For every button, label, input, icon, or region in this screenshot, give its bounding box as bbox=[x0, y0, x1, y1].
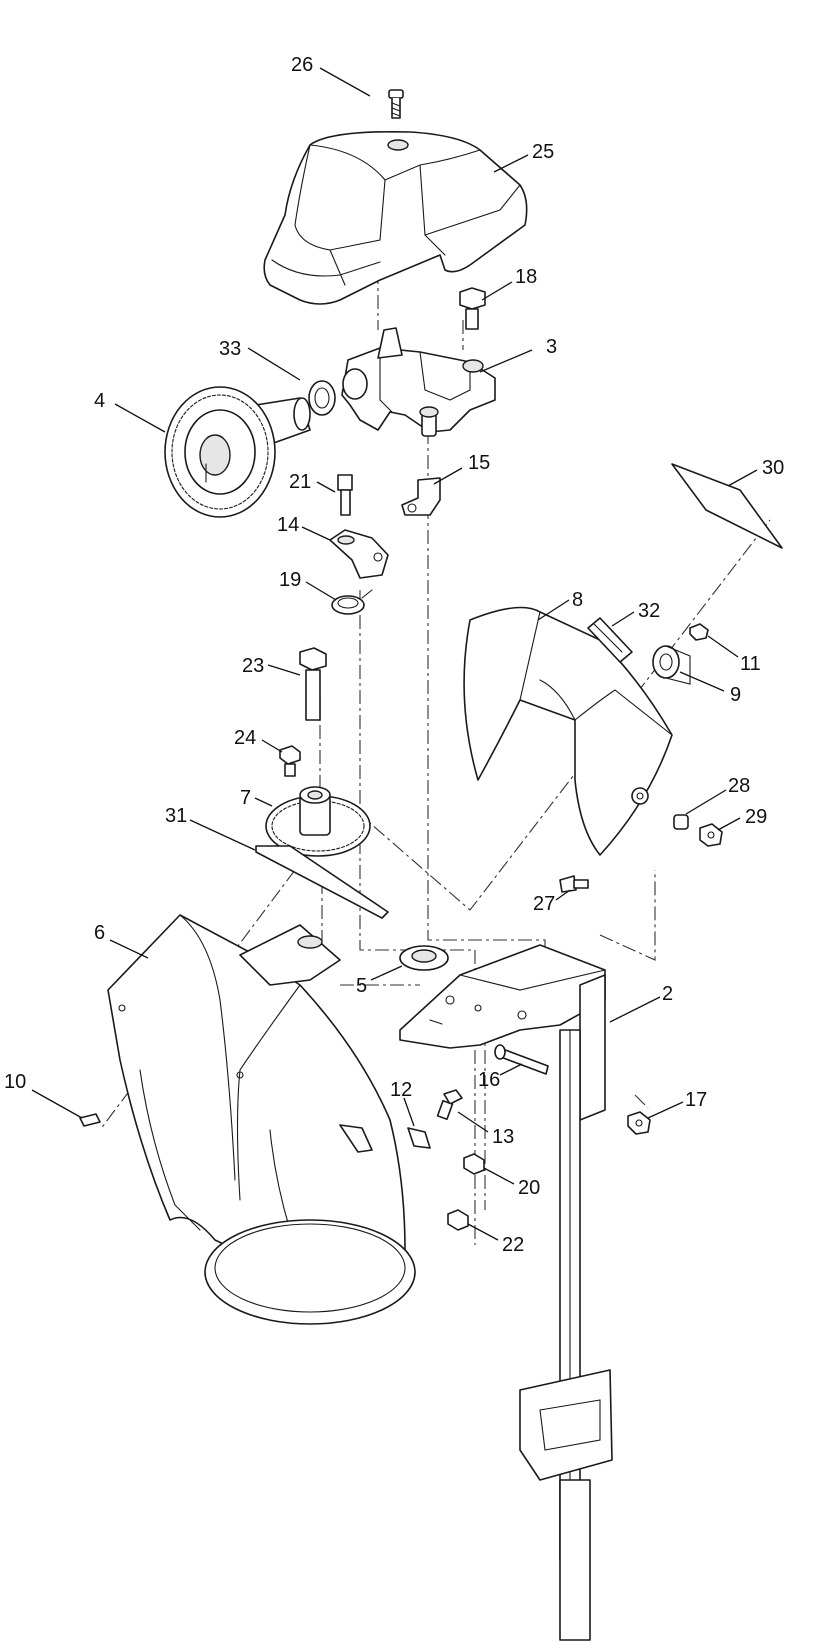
part-15-bracket bbox=[401, 477, 441, 516]
callout-9: 9 bbox=[730, 684, 741, 706]
callout-5: 5 bbox=[356, 975, 367, 997]
callout-18: 18 bbox=[515, 266, 537, 288]
part-32-spring bbox=[587, 617, 633, 663]
callout-27: 27 bbox=[533, 893, 555, 915]
callout-30: 30 bbox=[762, 457, 784, 479]
part-22-nut bbox=[447, 1209, 469, 1231]
callout-17: 17 bbox=[685, 1089, 707, 1111]
callout-3: 3 bbox=[546, 336, 557, 358]
callout-11: 11 bbox=[740, 653, 761, 675]
callout-28: 28 bbox=[728, 775, 750, 797]
part-6-chute bbox=[107, 914, 416, 1325]
part-21-pin bbox=[337, 474, 353, 516]
callout-10: 10 bbox=[4, 1071, 26, 1093]
part-25-chute-cover bbox=[263, 130, 528, 305]
callout-21: 21 bbox=[289, 471, 311, 493]
part-4-bevel-gear bbox=[164, 386, 311, 518]
callout-16: 16 bbox=[478, 1069, 500, 1091]
part-5-bearing bbox=[399, 945, 449, 971]
part-2-bracket bbox=[399, 944, 613, 1641]
callout-20: 20 bbox=[518, 1177, 540, 1199]
part-28-spacer bbox=[673, 814, 689, 830]
callout-23: 23 bbox=[242, 655, 264, 677]
callout-13: 13 bbox=[492, 1126, 514, 1148]
part-30-plate bbox=[671, 463, 783, 549]
part-29-nut bbox=[699, 823, 723, 847]
part-17-nut bbox=[627, 1111, 651, 1135]
part-16-pin bbox=[494, 1044, 549, 1075]
callout-22: 22 bbox=[502, 1234, 524, 1256]
part-24-small-bolt bbox=[279, 745, 301, 777]
part-26-screw bbox=[388, 89, 404, 119]
callout-31: 31 bbox=[165, 805, 187, 827]
callout-8: 8 bbox=[572, 589, 583, 611]
part-7-gear bbox=[265, 786, 371, 857]
part-3-chute-housing bbox=[341, 327, 496, 437]
part-27-pin bbox=[559, 875, 589, 893]
part-18-bolt bbox=[459, 287, 486, 330]
part-33-washer bbox=[308, 380, 336, 416]
callout-2: 2 bbox=[662, 983, 673, 1005]
callouts: 26 25 18 3 33 4 21 15 14 19 23 30 8 32 1… bbox=[4, 54, 784, 1256]
part-10-screw bbox=[79, 1113, 101, 1127]
part-13-bolt bbox=[436, 1089, 463, 1121]
callout-4: 4 bbox=[94, 390, 105, 412]
part-11-nut bbox=[689, 623, 709, 641]
callout-29: 29 bbox=[745, 806, 767, 828]
callout-32: 32 bbox=[638, 600, 660, 622]
callout-12: 12 bbox=[390, 1079, 412, 1101]
part-19-spring bbox=[331, 589, 373, 615]
callout-33: 33 bbox=[219, 338, 241, 360]
callout-26: 26 bbox=[291, 54, 313, 76]
callout-15: 15 bbox=[468, 452, 490, 474]
part-8-deflector bbox=[463, 606, 673, 856]
part-23-long-bolt bbox=[299, 647, 327, 721]
part-14-lever bbox=[329, 529, 389, 579]
part-31-strip bbox=[255, 845, 389, 919]
callout-7: 7 bbox=[240, 787, 251, 809]
part-9-bushing bbox=[652, 645, 691, 685]
callout-19: 19 bbox=[279, 569, 301, 591]
leader-lines bbox=[31, 67, 758, 1241]
callout-14: 14 bbox=[277, 514, 299, 536]
part-20-nut bbox=[463, 1153, 485, 1175]
callout-24: 24 bbox=[234, 727, 256, 749]
callout-25: 25 bbox=[532, 141, 554, 163]
part-12-clip bbox=[407, 1127, 431, 1149]
callout-6: 6 bbox=[94, 922, 105, 944]
